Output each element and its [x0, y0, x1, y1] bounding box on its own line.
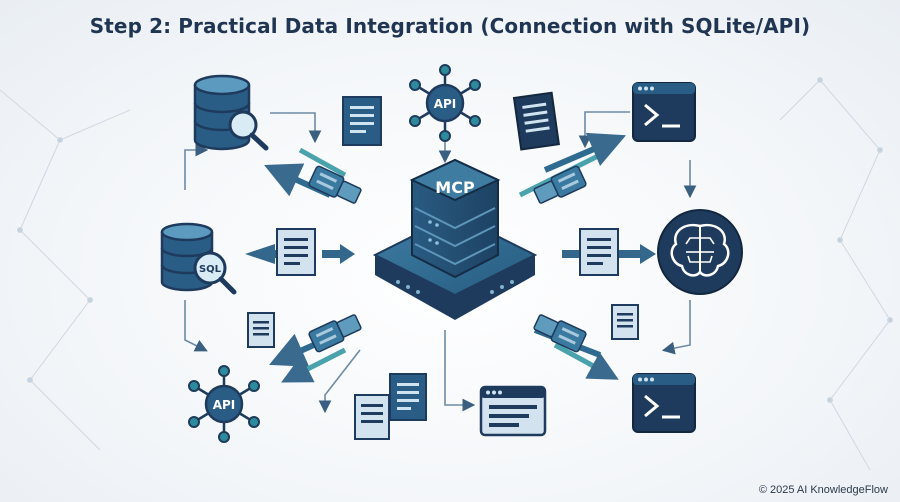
database-sql-icon: SQL — [160, 222, 237, 295]
flow-arrows — [184, 111, 697, 414]
api-network-icon: API — [188, 365, 260, 443]
mcp-hub: MCP — [372, 158, 538, 320]
copyright-footer: © 2025 AI KnowledgeFlow — [758, 484, 888, 496]
background-network — [0, 77, 893, 471]
api-network-icon: API — [409, 64, 481, 142]
page-title: Step 2: Practical Data Integration (Conn… — [89, 14, 811, 38]
brain-chip-icon — [657, 209, 743, 295]
terminal-icon — [632, 373, 696, 433]
api-bottom-label: API — [213, 398, 236, 412]
connector-icon — [308, 165, 587, 353]
sql-label: SQL — [199, 264, 222, 275]
browser-window-icon — [479, 385, 547, 437]
document-icon — [247, 91, 639, 440]
api-top-label: API — [434, 97, 457, 111]
database-search-icon — [193, 74, 269, 151]
hub-label: MCP — [435, 178, 475, 197]
terminal-icon — [632, 82, 696, 142]
